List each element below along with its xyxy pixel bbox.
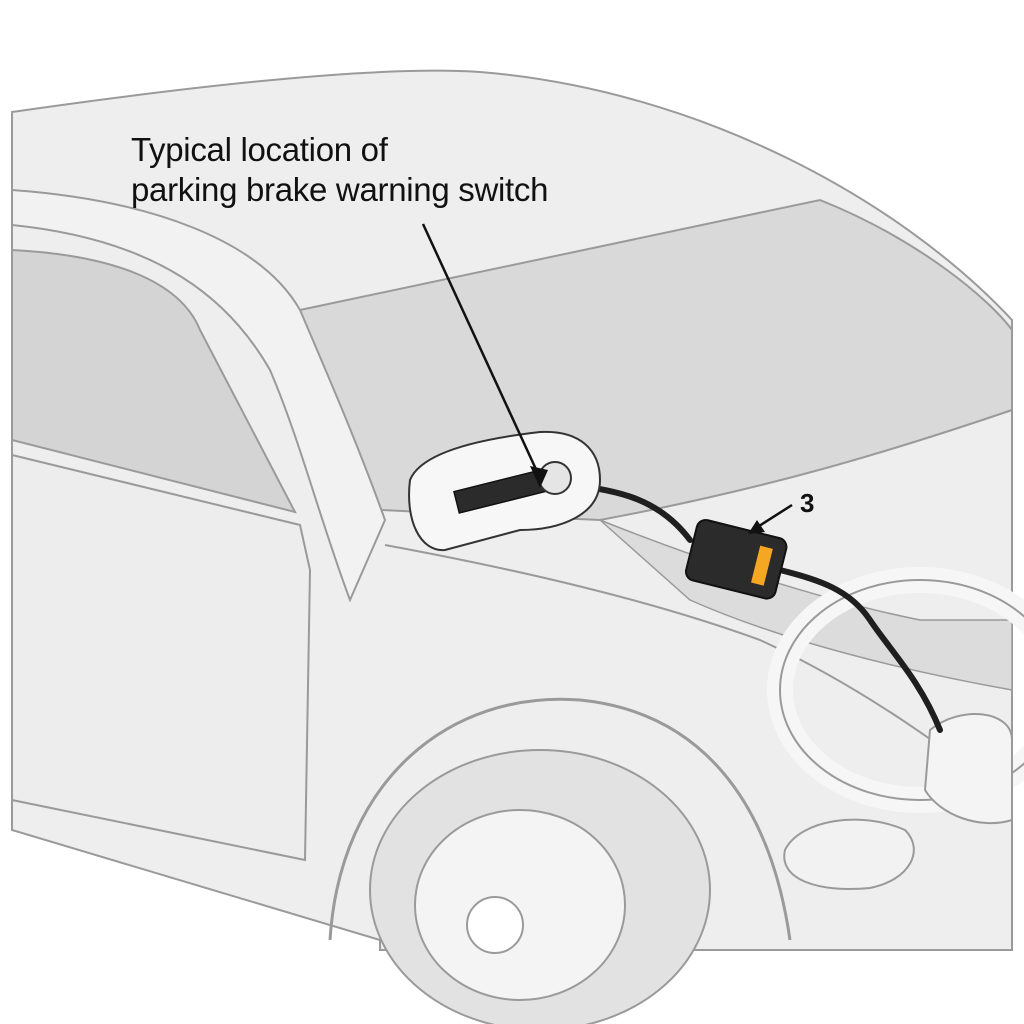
warning-switch-module	[684, 518, 788, 600]
wheel-hub	[466, 896, 524, 954]
caption-line-2: parking brake warning switch	[131, 171, 549, 208]
a-pillar	[11, 188, 387, 603]
side-mirror	[783, 818, 915, 891]
wheel-arch	[328, 697, 792, 941]
wheel-rim	[414, 809, 626, 1001]
switch-indicator	[751, 545, 773, 586]
pedal-assembly	[923, 713, 1013, 825]
door-panel	[11, 453, 312, 862]
pointer-line	[421, 223, 542, 479]
diagram-caption: Typical location of parking brake warnin…	[131, 130, 548, 210]
callout-arrow-line	[755, 503, 793, 530]
steering-wheel-outline	[779, 579, 1024, 801]
callout-arrowhead	[748, 520, 765, 534]
side-window	[11, 248, 297, 514]
pointer-arrowhead	[530, 466, 548, 488]
callout-number-label: 3	[800, 488, 815, 518]
caption-line-1: Typical location of	[131, 131, 388, 168]
